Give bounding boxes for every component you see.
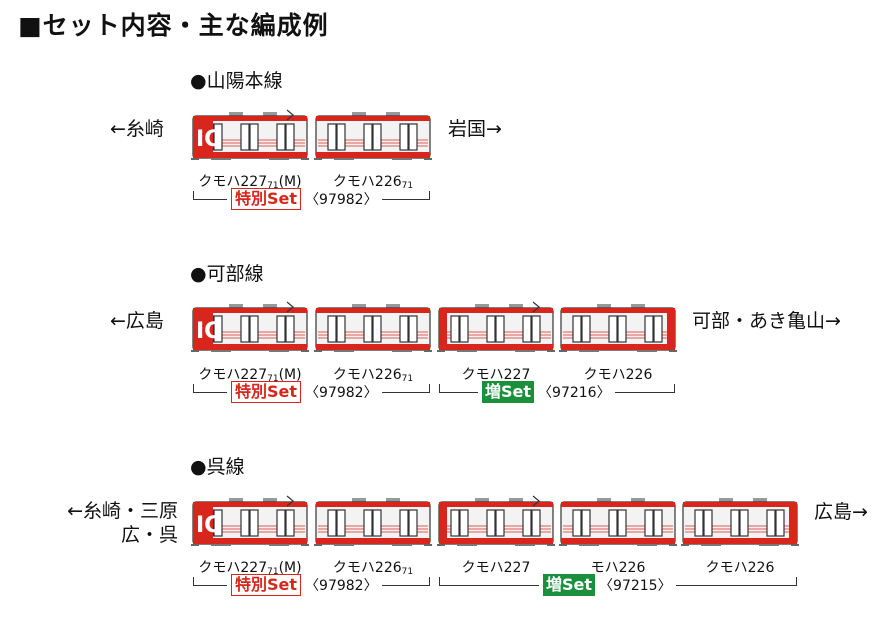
svg-text:IC: IC	[196, 319, 220, 344]
car-label: モハ226	[558, 557, 678, 577]
right-destination: 岩国→	[448, 118, 502, 140]
car-model: クモハ227	[198, 367, 268, 383]
line-name-kure: ●呉線	[190, 456, 245, 478]
train-car-3	[437, 495, 555, 546]
car-label: クモハ22671	[313, 364, 433, 384]
car-model: クモハ226	[583, 367, 653, 383]
right-destination: 可部・あき亀山→	[692, 310, 841, 332]
train-car-4	[559, 304, 677, 352]
line-name-sanyo: ●山陽本線	[190, 70, 283, 92]
set-label: 特別Set〈97982〉	[227, 188, 382, 210]
car-model: クモハ227	[198, 174, 268, 190]
car-model: クモハ227	[461, 367, 531, 383]
train-car-2	[314, 304, 432, 352]
train-car-2	[314, 498, 432, 546]
right-destination: 広島→	[814, 501, 868, 523]
car-label: クモハ226	[680, 557, 800, 577]
car-model: クモハ226	[332, 174, 402, 190]
train-car-2	[314, 112, 432, 160]
car-label: クモハ227	[436, 364, 556, 384]
set-product-code: 〈97982〉	[305, 192, 378, 208]
car-model: クモハ226	[705, 560, 775, 576]
car-model: クモハ227	[461, 560, 531, 576]
car-label: クモハ22771(M)	[190, 364, 310, 384]
special-set-badge: 特別Set	[231, 574, 302, 596]
set-label: 特別Set〈97982〉	[227, 574, 382, 596]
car-subnumber: 71	[267, 181, 279, 191]
set-product-code: 〈97982〉	[305, 578, 378, 594]
set-product-code: 〈97216〉	[538, 385, 611, 401]
car-model: クモハ227	[198, 560, 268, 576]
car-label: クモハ22771(M)	[190, 171, 310, 191]
train-car-1: IC	[191, 301, 309, 352]
car-motor-mark: (M)	[278, 367, 302, 383]
set-label: 増Set〈97215〉	[539, 574, 676, 596]
car-label: クモハ226	[558, 364, 678, 384]
set-product-code: 〈97215〉	[599, 578, 672, 594]
set-product-code: 〈97982〉	[305, 385, 378, 401]
train-car-1: IC	[191, 495, 309, 546]
car-subnumber: 71	[401, 181, 414, 191]
car-motor-mark: (M)	[278, 174, 302, 190]
car-label: クモハ22771(M)	[190, 557, 310, 577]
special-set-badge: 特別Set	[231, 188, 302, 210]
special-set-badge: 特別Set	[231, 381, 302, 403]
set-label: 増Set〈97216〉	[478, 381, 615, 403]
add-on-set-badge: 増Set	[543, 574, 596, 596]
train-car-4	[559, 498, 677, 546]
car-model: クモハ226	[332, 560, 402, 576]
set-label: 特別Set〈97982〉	[227, 381, 382, 403]
car-model: モハ226	[590, 560, 646, 576]
car-label: クモハ227	[436, 557, 556, 577]
page-title: ■セット内容・主な編成例	[18, 11, 329, 40]
svg-text:IC: IC	[196, 127, 220, 152]
left-destination: ←広島	[110, 310, 164, 332]
left-destination-2: 広・呉	[120, 524, 178, 546]
car-subnumber: 71	[267, 374, 279, 384]
train-car-1: IC	[191, 109, 309, 160]
car-motor-mark: (M)	[278, 560, 302, 576]
left-destination: ←糸崎・三原	[67, 500, 178, 522]
car-subnumber: 71	[267, 567, 279, 577]
train-car-5	[681, 498, 799, 546]
left-destination: ←糸崎	[110, 118, 164, 140]
car-subnumber: 71	[401, 374, 414, 384]
car-label: クモハ22671	[313, 171, 433, 191]
line-name-kabe: ●可部線	[190, 263, 264, 285]
train-car-3	[437, 301, 555, 352]
car-subnumber: 71	[401, 567, 414, 577]
svg-text:IC: IC	[196, 513, 220, 538]
car-label: クモハ22671	[313, 557, 433, 577]
car-model: クモハ226	[332, 367, 402, 383]
add-on-set-badge: 増Set	[482, 381, 535, 403]
